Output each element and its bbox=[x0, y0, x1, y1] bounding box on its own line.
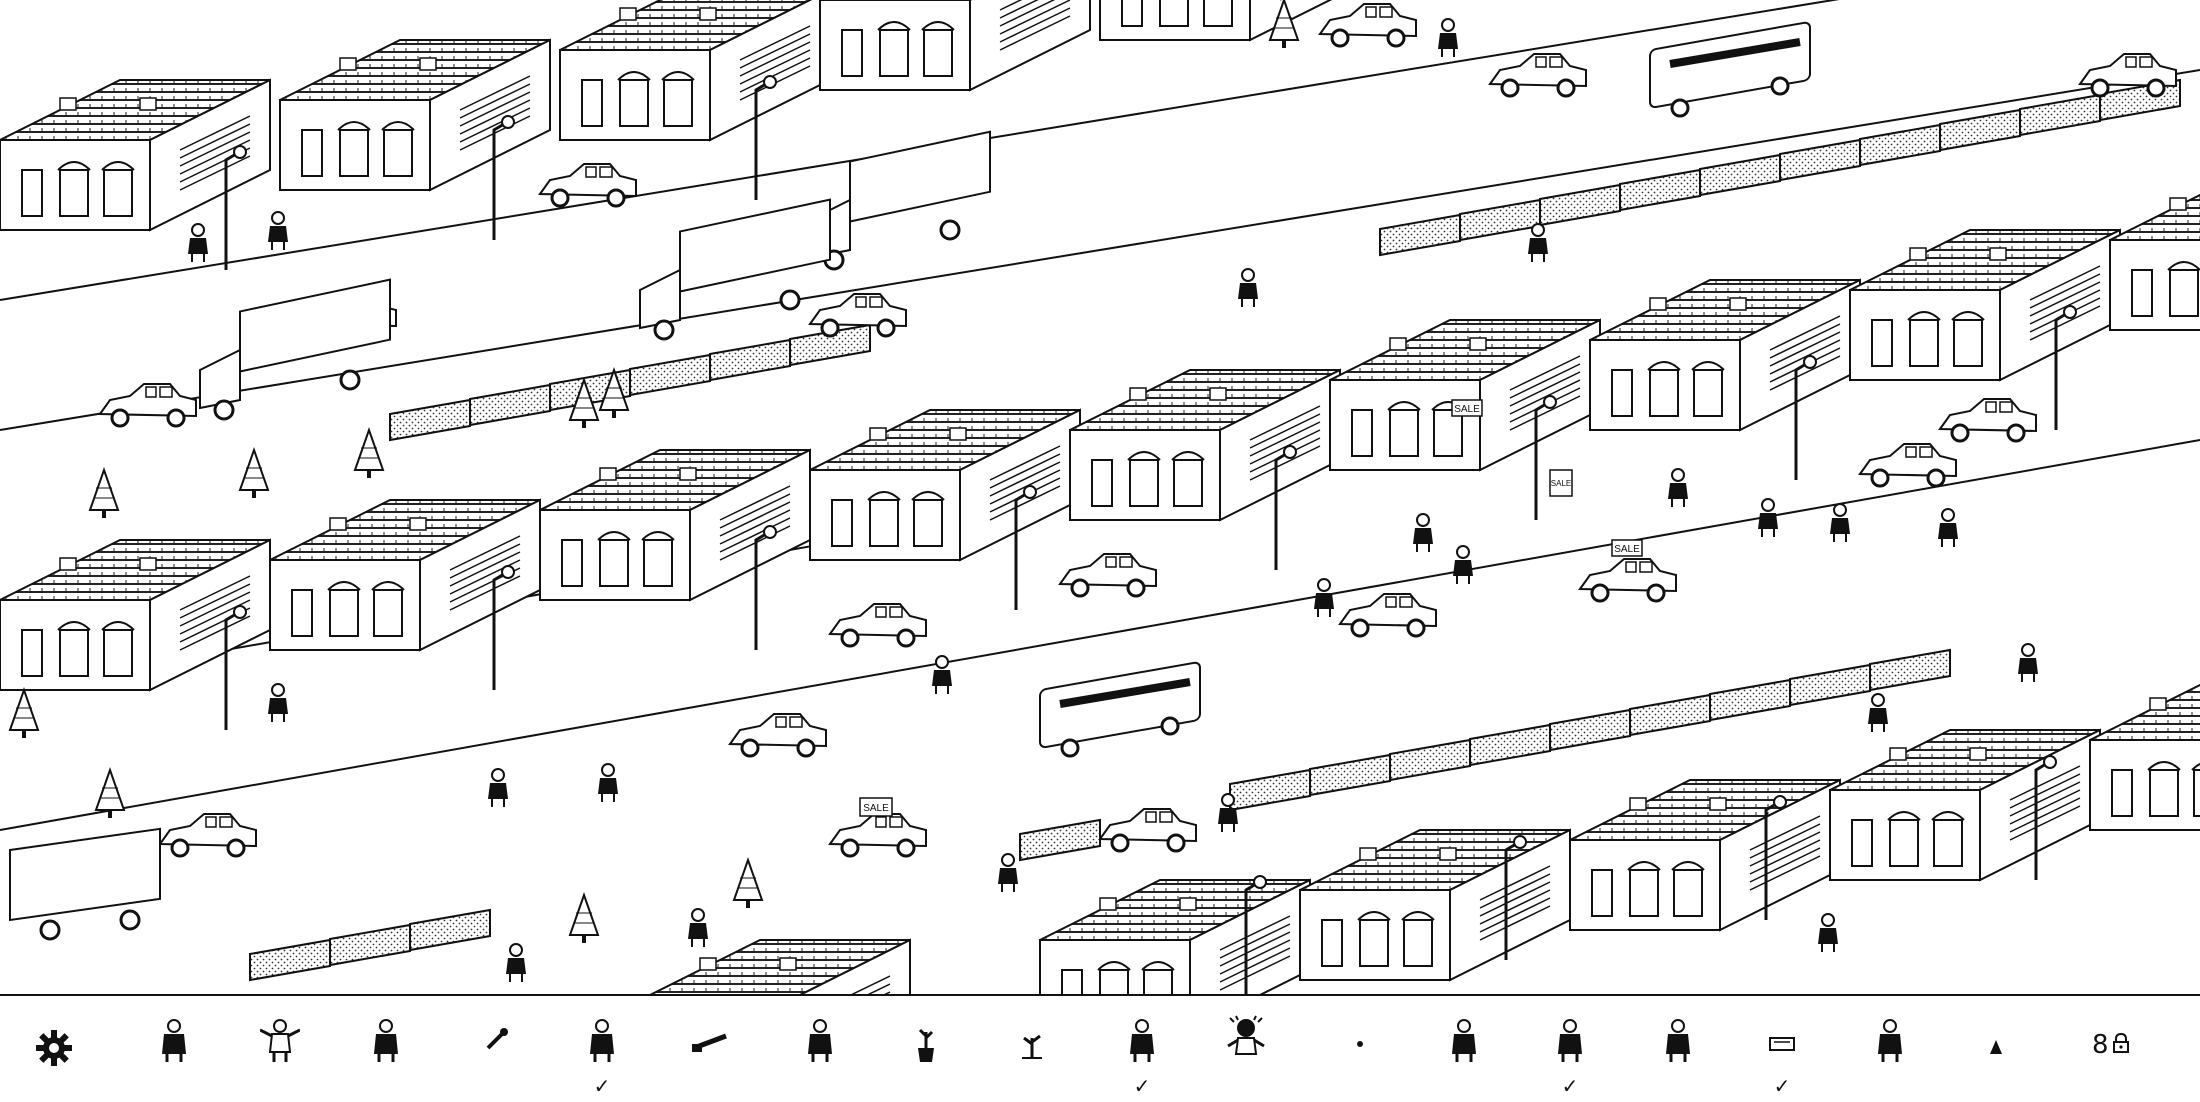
target-wild-hair-person-icon bbox=[1227, 1015, 1265, 1055]
target-wrench[interactable] bbox=[680, 994, 740, 1100]
target-woman-plaid-icon bbox=[590, 1019, 614, 1062]
target-child-bun-icon bbox=[1666, 1019, 1690, 1062]
target-man-cap[interactable] bbox=[144, 994, 204, 1100]
target-girl-hat[interactable]: ✓ bbox=[1112, 994, 1172, 1100]
target-tool[interactable] bbox=[466, 994, 526, 1100]
found-checkmark: ✓ bbox=[1561, 1074, 1579, 1098]
target-woman-plaid[interactable]: ✓ bbox=[572, 994, 632, 1100]
target-man-hat-coat-icon bbox=[1452, 1019, 1476, 1062]
house-row-top bbox=[0, 0, 1371, 231]
target-woman-arms-out-icon bbox=[260, 1019, 300, 1062]
sale-signs: SALE SALE SALE SALE bbox=[859, 399, 1643, 817]
target-man-dark-hat-icon bbox=[1878, 1019, 1902, 1062]
target-woman-hood[interactable]: ✓ bbox=[1540, 994, 1600, 1100]
remaining-count: 8 bbox=[2092, 1030, 2109, 1060]
target-ticket[interactable]: ✓ bbox=[1752, 994, 1812, 1100]
target-boy-jacket-icon bbox=[374, 1019, 398, 1062]
target-woman-hood-icon bbox=[1558, 1019, 1582, 1062]
target-man-cap-icon bbox=[162, 1019, 186, 1062]
found-checkmark: ✓ bbox=[593, 1074, 611, 1098]
padlock-icon bbox=[2112, 1030, 2129, 1060]
gear-icon[interactable] bbox=[30, 1024, 78, 1072]
sale-label-3: SALE bbox=[863, 803, 889, 814]
game-scene[interactable]: SALE SALE SALE SALE bbox=[0, 0, 2200, 994]
sale-label-2: SALE bbox=[1614, 544, 1640, 555]
target-plant-pot-icon bbox=[918, 1028, 934, 1062]
found-checkmark: ✓ bbox=[1133, 1074, 1151, 1098]
target-woman-arms-out[interactable] bbox=[250, 994, 310, 1100]
target-plant-pot[interactable] bbox=[896, 994, 956, 1100]
house-row-middle bbox=[0, 179, 2200, 691]
target-man-coat-icon bbox=[808, 1019, 832, 1062]
sale-label-1: SALE bbox=[1454, 404, 1480, 415]
target-child-bun[interactable] bbox=[1648, 994, 1708, 1100]
vehicles-large bbox=[9, 21, 1811, 941]
target-small-cone[interactable] bbox=[1966, 994, 2026, 1100]
target-small-sprout-icon bbox=[1022, 1034, 1042, 1059]
target-small-sprout[interactable] bbox=[1002, 994, 1062, 1100]
target-man-coat[interactable] bbox=[790, 994, 850, 1100]
target-boy-jacket[interactable] bbox=[356, 994, 416, 1100]
target-wrench-icon bbox=[692, 1033, 727, 1052]
target-toolbar bbox=[0, 994, 2200, 1102]
target-man-dark-hat[interactable] bbox=[1860, 994, 1920, 1100]
target-dot[interactable] bbox=[1330, 994, 1390, 1100]
sale-label-4: SALE bbox=[1551, 479, 1571, 488]
target-dot-icon bbox=[1357, 1041, 1363, 1047]
target-man-hat-coat[interactable] bbox=[1434, 994, 1494, 1100]
target-small-cone-icon bbox=[1990, 1040, 2002, 1054]
found-checkmark: ✓ bbox=[1773, 1074, 1791, 1098]
target-girl-hat-icon bbox=[1130, 1019, 1154, 1062]
remaining-counter: 8 bbox=[2092, 1030, 2129, 1060]
target-ticket-icon bbox=[1769, 1037, 1795, 1051]
target-tool-icon bbox=[486, 1028, 508, 1050]
target-wild-hair-person[interactable] bbox=[1216, 994, 1276, 1100]
